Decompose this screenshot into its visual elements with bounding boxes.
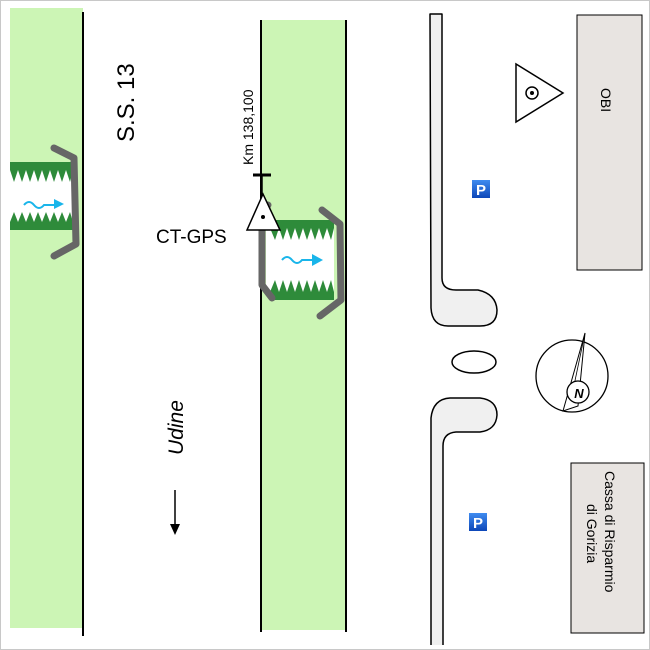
parking-icon: P: [470, 178, 492, 200]
triangulation-point-icon: [245, 192, 282, 231]
north-arrow-icon: N: [535, 332, 609, 413]
road-name-label: S.S. 13: [113, 63, 140, 142]
green-strip-center: [262, 20, 345, 630]
building-obi: [576, 14, 643, 271]
building-bank-label: Cassa di Risparmio: [602, 471, 618, 593]
landmark-icon: [515, 62, 565, 124]
parking-icon: P: [467, 511, 489, 533]
direction-label: Udine: [165, 400, 188, 455]
building-obi-label: OBI: [598, 88, 614, 112]
station-label: CT-GPS: [156, 227, 227, 248]
arrow-down-icon: [170, 490, 180, 535]
svg-text:P: P: [476, 182, 486, 199]
water-flow-icon: [54, 199, 64, 209]
svg-text:N: N: [574, 386, 584, 401]
water-flow-icon: [312, 254, 323, 266]
culvert-left: [10, 144, 80, 260]
km-marker-label: Km 138,100: [240, 89, 256, 165]
building-bank-label: di Gorizia: [584, 504, 600, 563]
building-bank: [570, 462, 645, 634]
water-flow-icon: [23, 201, 54, 209]
road-island-bottom: [430, 397, 498, 645]
green-strip-left: [10, 8, 83, 628]
road-island-top: [429, 13, 498, 327]
water-flow-icon: [281, 256, 312, 264]
svg-text:P: P: [473, 515, 483, 532]
traffic-island: [451, 350, 497, 374]
